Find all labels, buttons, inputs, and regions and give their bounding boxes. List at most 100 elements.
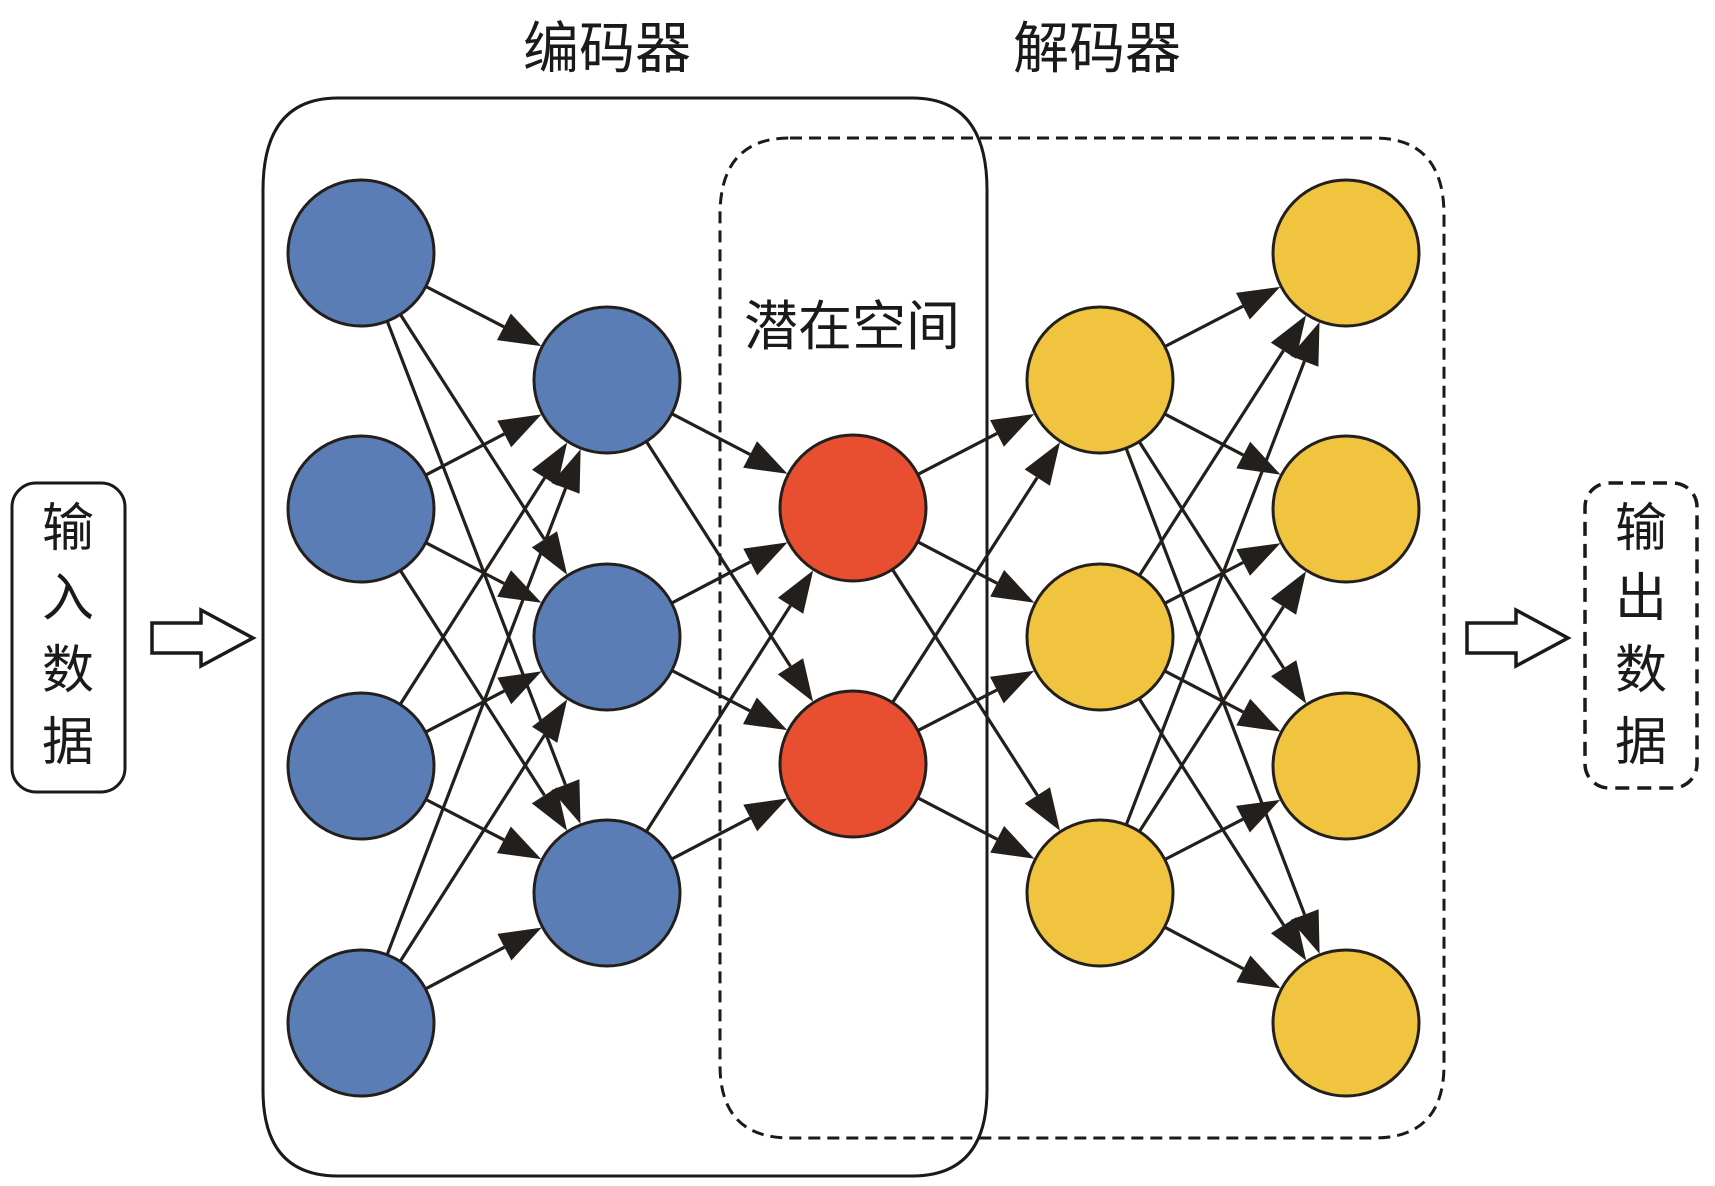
arrowhead-icon [531,787,568,831]
arrowhead-icon [497,414,542,448]
arrowhead-icon [532,699,568,743]
arrowhead-icon [497,570,542,603]
arrowhead-icon [777,658,814,702]
node-latent-1 [778,433,928,583]
output-label-char: 输 [1615,499,1667,559]
node-output-2 [1271,434,1421,584]
arrowhead-icon [551,449,581,494]
edge-input-3-to-encoder-hidden-1 [398,476,547,706]
input-data-box: 输 入 数 据 [10,481,127,794]
latent-space-label: 潜在空间 [744,295,960,358]
arrowhead-icon [1270,571,1307,615]
arrowhead-icon [1236,441,1281,475]
output-data-box: 输 出 数 据 [1583,481,1699,790]
edge-input-4-to-encoder-hidden-1 [385,487,568,956]
output-label-char: 据 [1615,713,1667,773]
arrowhead-icon [990,570,1035,603]
arrowhead-icon [990,670,1035,704]
node-output-4 [1271,948,1421,1098]
edge-encoder-hidden-2-to-latent-2 [671,669,751,713]
arrowhead-icon [1271,917,1307,961]
output-label-char: 出 [1615,569,1667,629]
arrowhead-icon [1024,787,1060,831]
arrowhead-icon [1290,909,1320,954]
output-arrow-icon [1465,607,1572,669]
edge-input-4-to-encoder-hidden-3 [424,945,506,991]
edges-group [385,285,1320,991]
arrowhead-icon [743,798,788,832]
edge-decoder-hidden-2-to-output-1 [1138,349,1285,577]
edge-input-2-to-encoder-hidden-3 [399,569,546,797]
encoder-title: 编码器 [523,17,691,82]
edge-input-1-to-encoder-hidden-3 [385,320,567,786]
edge-latent-1-to-decoder-hidden-2 [916,540,998,585]
arrowhead-icon [497,671,542,705]
node-input-4 [286,948,436,1098]
arrowhead-icon [990,826,1035,859]
node-input-1 [286,178,436,328]
edge-latent-2-to-decoder-hidden-1 [891,476,1039,704]
arrowhead-icon [990,414,1035,447]
edge-input-3-to-encoder-hidden-3 [425,798,505,842]
input-box-border [10,481,127,794]
arrowhead-icon [743,542,788,576]
edge-decoder-hidden-2-to-output-2 [1164,561,1244,605]
arrowhead-icon [1236,543,1281,576]
input-label-char: 入 [42,569,94,629]
input-label-char: 据 [42,713,94,773]
arrowhead-icon [1236,698,1281,732]
arrowhead-icon [743,441,788,474]
edge-encoder-hidden-2-to-latent-1 [670,560,752,605]
edge-decoder-hidden-3-to-output-2 [1138,605,1285,833]
edge-decoder-hidden-3-to-output-3 [1164,817,1244,861]
output-box-border [1583,481,1699,790]
output-label-char: 数 [1615,641,1667,701]
arrowhead-icon [1290,322,1320,367]
edge-latent-2-to-decoder-hidden-3 [916,796,998,841]
edge-encoder-hidden-3-to-latent-1 [644,604,792,833]
arrowhead-icon [531,531,568,575]
edge-decoder-hidden-1-to-output-2 [1163,412,1245,457]
input-label-char: 数 [42,641,94,701]
decoder-frame [718,136,1446,1140]
arrowhead-icon [1236,799,1281,833]
edge-encoder-hidden-1-to-latent-2 [645,440,792,668]
edge-encoder-hidden-3-to-latent-2 [670,816,752,861]
arrowhead-icon [497,927,542,961]
edge-input-1-to-encoder-hidden-2 [399,313,546,541]
node-input-3 [286,691,436,841]
node-encoder-hidden-2 [532,562,682,712]
node-decoder-hidden-3 [1025,818,1175,968]
node-output-3 [1271,691,1421,841]
edge-decoder-hidden-1-to-output-3 [1137,440,1286,670]
input-label-char: 输 [42,499,94,559]
node-decoder-hidden-1 [1025,305,1175,455]
edge-latent-1-to-decoder-hidden-1 [917,431,998,476]
edge-decoder-hidden-3-to-output-1 [1124,360,1306,826]
arrowhead-icon [1271,660,1307,704]
edge-decoder-hidden-2-to-output-3 [1163,669,1245,714]
arrowhead-icon [1236,955,1281,989]
node-encoder-hidden-3 [532,818,682,968]
arrowhead-icon [1236,286,1281,320]
arrowhead-icon [497,313,542,347]
edge-decoder-hidden-3-to-output-4 [1163,925,1245,971]
edge-input-1-to-encoder-hidden-1 [425,285,505,329]
input-arrow-icon [150,607,257,669]
edge-encoder-hidden-1-to-latent-1 [671,412,751,456]
arrowhead-icon [777,570,814,614]
nodes-group [286,178,1421,1098]
edge-input-4-to-encoder-hidden-2 [398,733,547,963]
arrowhead-icon [551,779,581,824]
edge-decoder-hidden-1-to-output-1 [1164,304,1244,348]
edge-decoder-hidden-2-to-output-4 [1137,697,1286,927]
decoder-title: 解码器 [1013,17,1181,82]
edge-decoder-hidden-1-to-output-4 [1124,447,1307,916]
edge-input-2-to-encoder-hidden-1 [424,432,506,477]
node-latent-2 [778,689,928,839]
edge-input-2-to-encoder-hidden-2 [425,541,505,585]
encoder-frame [261,96,989,1178]
edge-latent-1-to-decoder-hidden-3 [891,568,1039,797]
arrowhead-icon [497,826,542,860]
